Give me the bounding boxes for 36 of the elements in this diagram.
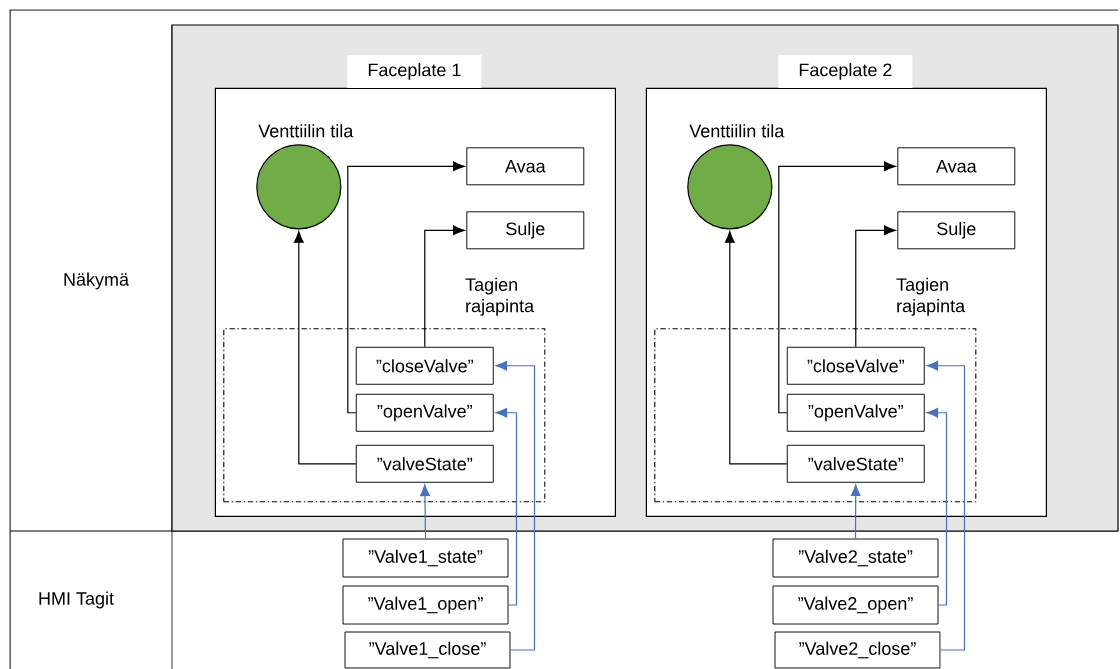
tag-box: Sulje xyxy=(897,211,1016,250)
box-heading: Tagien rajapinta xyxy=(896,277,966,316)
row-label: Näkymä xyxy=(64,272,129,290)
tag-box: ”Valve2_open” xyxy=(772,585,939,625)
connector-arrow xyxy=(347,161,465,414)
tag-box: ”openValve” xyxy=(355,393,494,432)
tag-box: ”Valve1_open” xyxy=(342,585,509,625)
connector-arrow xyxy=(495,407,518,606)
connector-arrow xyxy=(855,225,896,348)
tag-box: ”openValve” xyxy=(786,393,925,432)
connector-arrow xyxy=(495,360,536,651)
connector-arrow xyxy=(850,484,861,540)
tag-box: ”closeValve” xyxy=(786,346,925,385)
circle-label: Venttiilin tila xyxy=(689,124,785,138)
tag-box: Sulje xyxy=(466,211,585,250)
connector-arrow xyxy=(778,161,896,414)
tag-box: ”Valve1_close” xyxy=(344,631,511,669)
connector-arrow xyxy=(424,225,465,348)
connector-arrow xyxy=(926,407,948,606)
box-heading: Faceplate 2 xyxy=(778,54,913,88)
tag-box: ”closeValve” xyxy=(355,346,494,385)
connector-arrow xyxy=(724,231,788,465)
box-heading: Faceplate 1 xyxy=(347,54,482,88)
tag-box: Avaa xyxy=(466,147,585,186)
tag-box: ”valveState” xyxy=(786,444,925,483)
box-heading: Tagien rajapinta xyxy=(465,277,535,316)
connector-arrow xyxy=(293,231,357,465)
tag-box: ”Valve2_state” xyxy=(772,538,939,578)
row-label: HMI Tagit xyxy=(39,591,114,609)
tag-box: Avaa xyxy=(897,147,1016,186)
connector-arrow xyxy=(420,484,430,540)
tag-box: ”valveState” xyxy=(355,444,494,483)
circle-label: Venttiilin tila xyxy=(258,124,354,138)
tag-box: ”Valve2_close” xyxy=(774,631,941,669)
tag-box: ”Valve1_state” xyxy=(342,538,509,578)
connector-arrow xyxy=(926,360,966,651)
